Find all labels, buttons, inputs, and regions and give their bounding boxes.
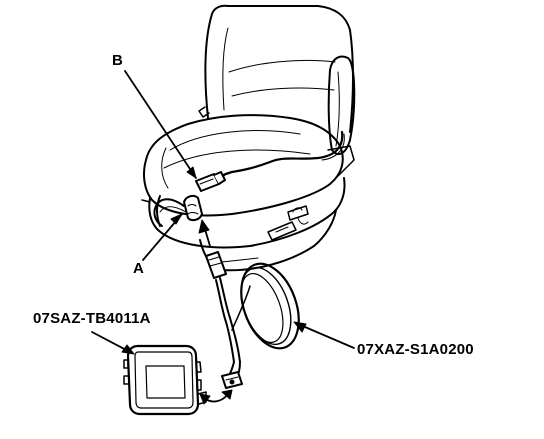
coiled-harness-icon	[205, 251, 300, 389]
harness-leader	[293, 321, 355, 349]
tester-part-number-label: 07SAZ-TB4011A	[33, 310, 151, 327]
sensor-connector-icon	[153, 194, 203, 227]
tester-connect-arrow	[199, 389, 233, 405]
callout-b-label: B	[112, 52, 123, 69]
callout-b-leader	[124, 70, 197, 179]
seat-harness-wire	[216, 130, 345, 180]
tester-box-icon	[123, 344, 207, 416]
callout-a-label: A	[133, 260, 144, 277]
seat-harness-connector-icon	[195, 171, 226, 192]
callout-a-leader	[142, 213, 183, 261]
connect-arrow	[198, 219, 211, 247]
harness-part-number-label: 07XAZ-S1A0200	[357, 341, 474, 358]
seat-illustration-icon	[141, 4, 356, 272]
tester-leader	[91, 331, 135, 355]
